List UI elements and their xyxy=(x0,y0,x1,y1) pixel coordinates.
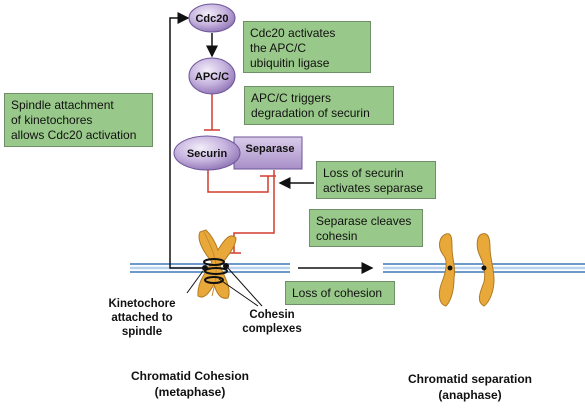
note-spindle-attachment: Spindle attachment of kinetochores allow… xyxy=(4,93,153,147)
anaphase-chromatids xyxy=(438,233,495,307)
caption-anaphase: Chromatid separation (anaphase) xyxy=(407,372,533,402)
kinetochore-label: Kinetochore attached to spindle xyxy=(108,298,176,338)
note-cdc20-activates: Cdc20 activates the APC/C ubiquitin liga… xyxy=(243,21,371,73)
apcc-inhibits-securin xyxy=(204,94,220,131)
note-separase-cleaves: Separase cleaves cohesin xyxy=(309,209,423,247)
note-loss-of-securin: Loss of securin activates separase xyxy=(316,161,436,199)
separase-node: Separase xyxy=(233,136,303,170)
note-apcc-triggers: APC/C triggers degradation of securin xyxy=(244,86,394,125)
securin-inhibits-separase xyxy=(207,170,276,193)
label-pointers xyxy=(186,266,263,307)
securin-label: Securin xyxy=(187,148,228,160)
note-loss-of-cohesion: Loss of cohesion xyxy=(285,281,395,305)
cohesin-label: Cohesin complexes xyxy=(242,309,302,335)
caption-metaphase: Chromatid Cohesion (metaphase) xyxy=(130,369,249,399)
cdc20-node: Cdc20 xyxy=(188,3,236,33)
apcc-node: APC/C xyxy=(188,57,236,95)
spindle-signal-line xyxy=(169,12,205,269)
separase-label: Separase xyxy=(246,143,295,155)
apcc-label: APC/C xyxy=(195,71,229,83)
cdc20-label: Cdc20 xyxy=(195,13,228,25)
securin-node: Securin xyxy=(173,135,241,171)
